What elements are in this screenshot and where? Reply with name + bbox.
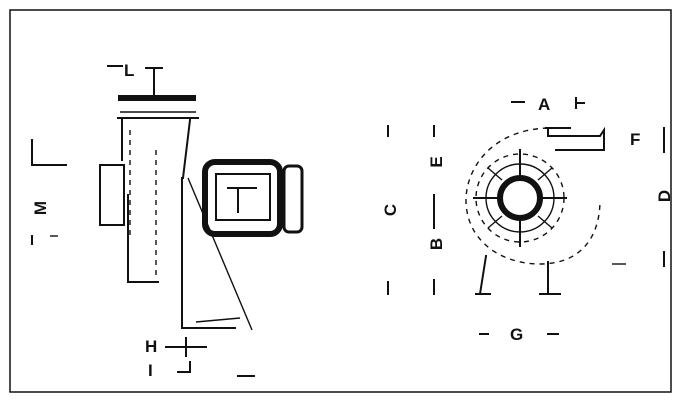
discharge-outlet [547, 126, 605, 151]
drawing-frame [9, 9, 672, 393]
top-flange [118, 95, 196, 101]
dimension-label-C: C [381, 204, 400, 216]
dimension-label-A: A [538, 95, 550, 114]
dimension-label-I: I [148, 361, 153, 380]
dimension-label-B: B [427, 238, 446, 250]
side-view [31, 65, 304, 377]
dimension-label-H: H [145, 337, 157, 356]
suction-stub [99, 164, 125, 226]
dimension-label-D: D [655, 190, 674, 202]
motor-body [202, 159, 283, 237]
volute-casing [465, 127, 601, 265]
impeller-eye [497, 175, 543, 221]
dimension-label-F: F [630, 130, 640, 149]
dimension-label-M: M [31, 201, 50, 215]
dimension-label-L: L [124, 61, 134, 80]
dimension-label-G: G [510, 325, 523, 344]
dimension-label-E: E [427, 156, 446, 167]
front-view [387, 97, 665, 335]
